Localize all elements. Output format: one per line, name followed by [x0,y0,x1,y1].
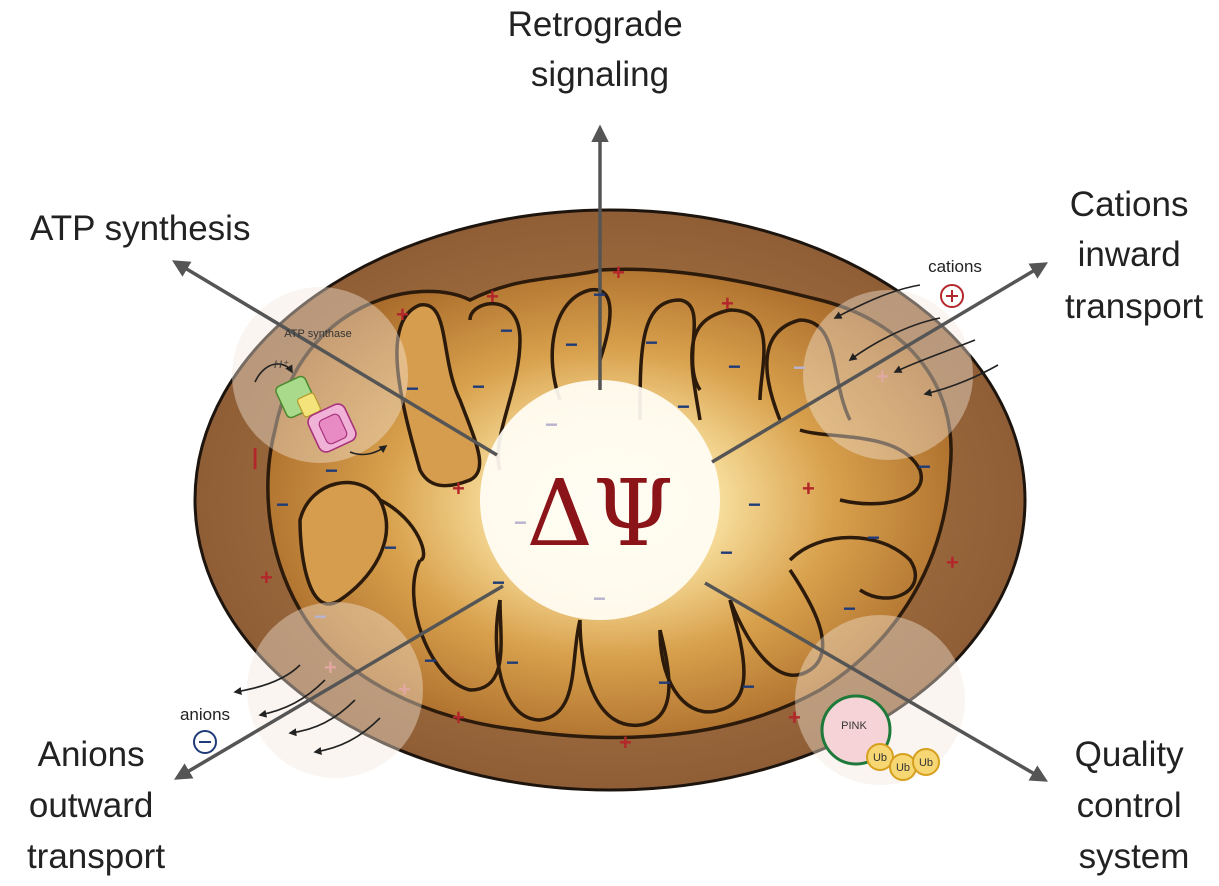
delta-psi-symbol: ΔΨ [526,460,673,567]
label-retrograde-signaling: Retrograde signaling [508,5,693,94]
plus-charge: + [876,364,889,389]
label-anions: anions [180,705,230,724]
minus-charge: − [867,525,880,550]
plus-charge: + [612,260,625,285]
label-cations-inward-transport: Cations inward transport [1065,185,1203,326]
plus-charge: + [802,476,815,501]
minus-charge: − [406,376,419,401]
plus-charges: + + + + + + + + + + + | [252,260,959,755]
minus-charge: − [506,650,519,675]
plus-charge: + [260,565,273,590]
plus-charge: + [452,476,465,501]
cristae [298,288,924,727]
plus-charge: + [946,550,959,575]
plus-charge: | [252,444,258,469]
minus-charge: − [742,674,755,699]
label-quality-control-system: Quality control system [1075,735,1194,876]
label-ub-2: Ub [896,762,910,774]
atp-region [232,287,408,463]
minus-charge: − [645,330,658,355]
minus-charge: − [593,586,606,611]
plus-charge: + [396,302,409,327]
central-glow [480,380,720,620]
plus-charge: + [324,655,337,680]
label-atp-synthase: ATP synthase [284,328,351,340]
plus-charge: + [486,284,499,309]
minus-charge: − [565,332,578,357]
minus-charge: − [472,374,485,399]
minus-charge: − [384,535,397,560]
minus-charge: − [314,604,327,629]
pink-ub-icon [820,694,940,781]
label-atp-synthesis: ATP synthesis [30,209,250,248]
atp-synthase-icon [254,363,388,456]
label-anions-outward-transport: Anions outward transport [27,735,165,876]
faint-minus-charges: − − − − − [314,355,806,629]
cation-icon [940,284,964,308]
minus-charge: − [728,354,741,379]
minus-charge: − [325,458,338,483]
arrow-up-right [711,262,1049,464]
arrow-down-right [704,581,1049,782]
minus-charge: − [545,412,558,437]
minus-charge: − [720,540,733,565]
label-ub-1: Ub [873,752,887,764]
minus-charge: − [424,648,437,673]
minus-charges: − − − − − − − − − − − − − − − − − − − − … [276,282,931,699]
minus-charge: − [276,492,289,517]
cation-flux-arrows [833,284,999,397]
label-proton: H⁺ [274,359,289,371]
minus-charge: − [793,355,806,380]
label-cations: cations [928,257,982,276]
anion-icon [193,730,217,754]
label-pink: PINK [841,720,867,732]
plus-charge: + [619,730,632,755]
minus-charge: − [677,394,690,419]
label-ub-3: Ub [919,757,933,769]
minus-charge: − [918,454,931,479]
arrow-up-left [171,260,498,457]
arrow-down-left [173,584,504,780]
minus-charge: − [658,670,671,695]
minus-charge: − [748,492,761,517]
faint-plus-charges: + + + [324,364,889,702]
minus-charge: − [843,596,856,621]
minus-charge: − [500,318,513,343]
plus-charge: + [398,677,411,702]
minus-charge: − [593,282,606,307]
plus-charge: + [452,705,465,730]
anion-region [247,602,423,778]
minus-charge: − [514,510,527,535]
anion-flux-arrows [233,664,381,755]
plus-charge: + [721,291,734,316]
minus-charge: − [492,570,505,595]
plus-charge: + [788,705,801,730]
